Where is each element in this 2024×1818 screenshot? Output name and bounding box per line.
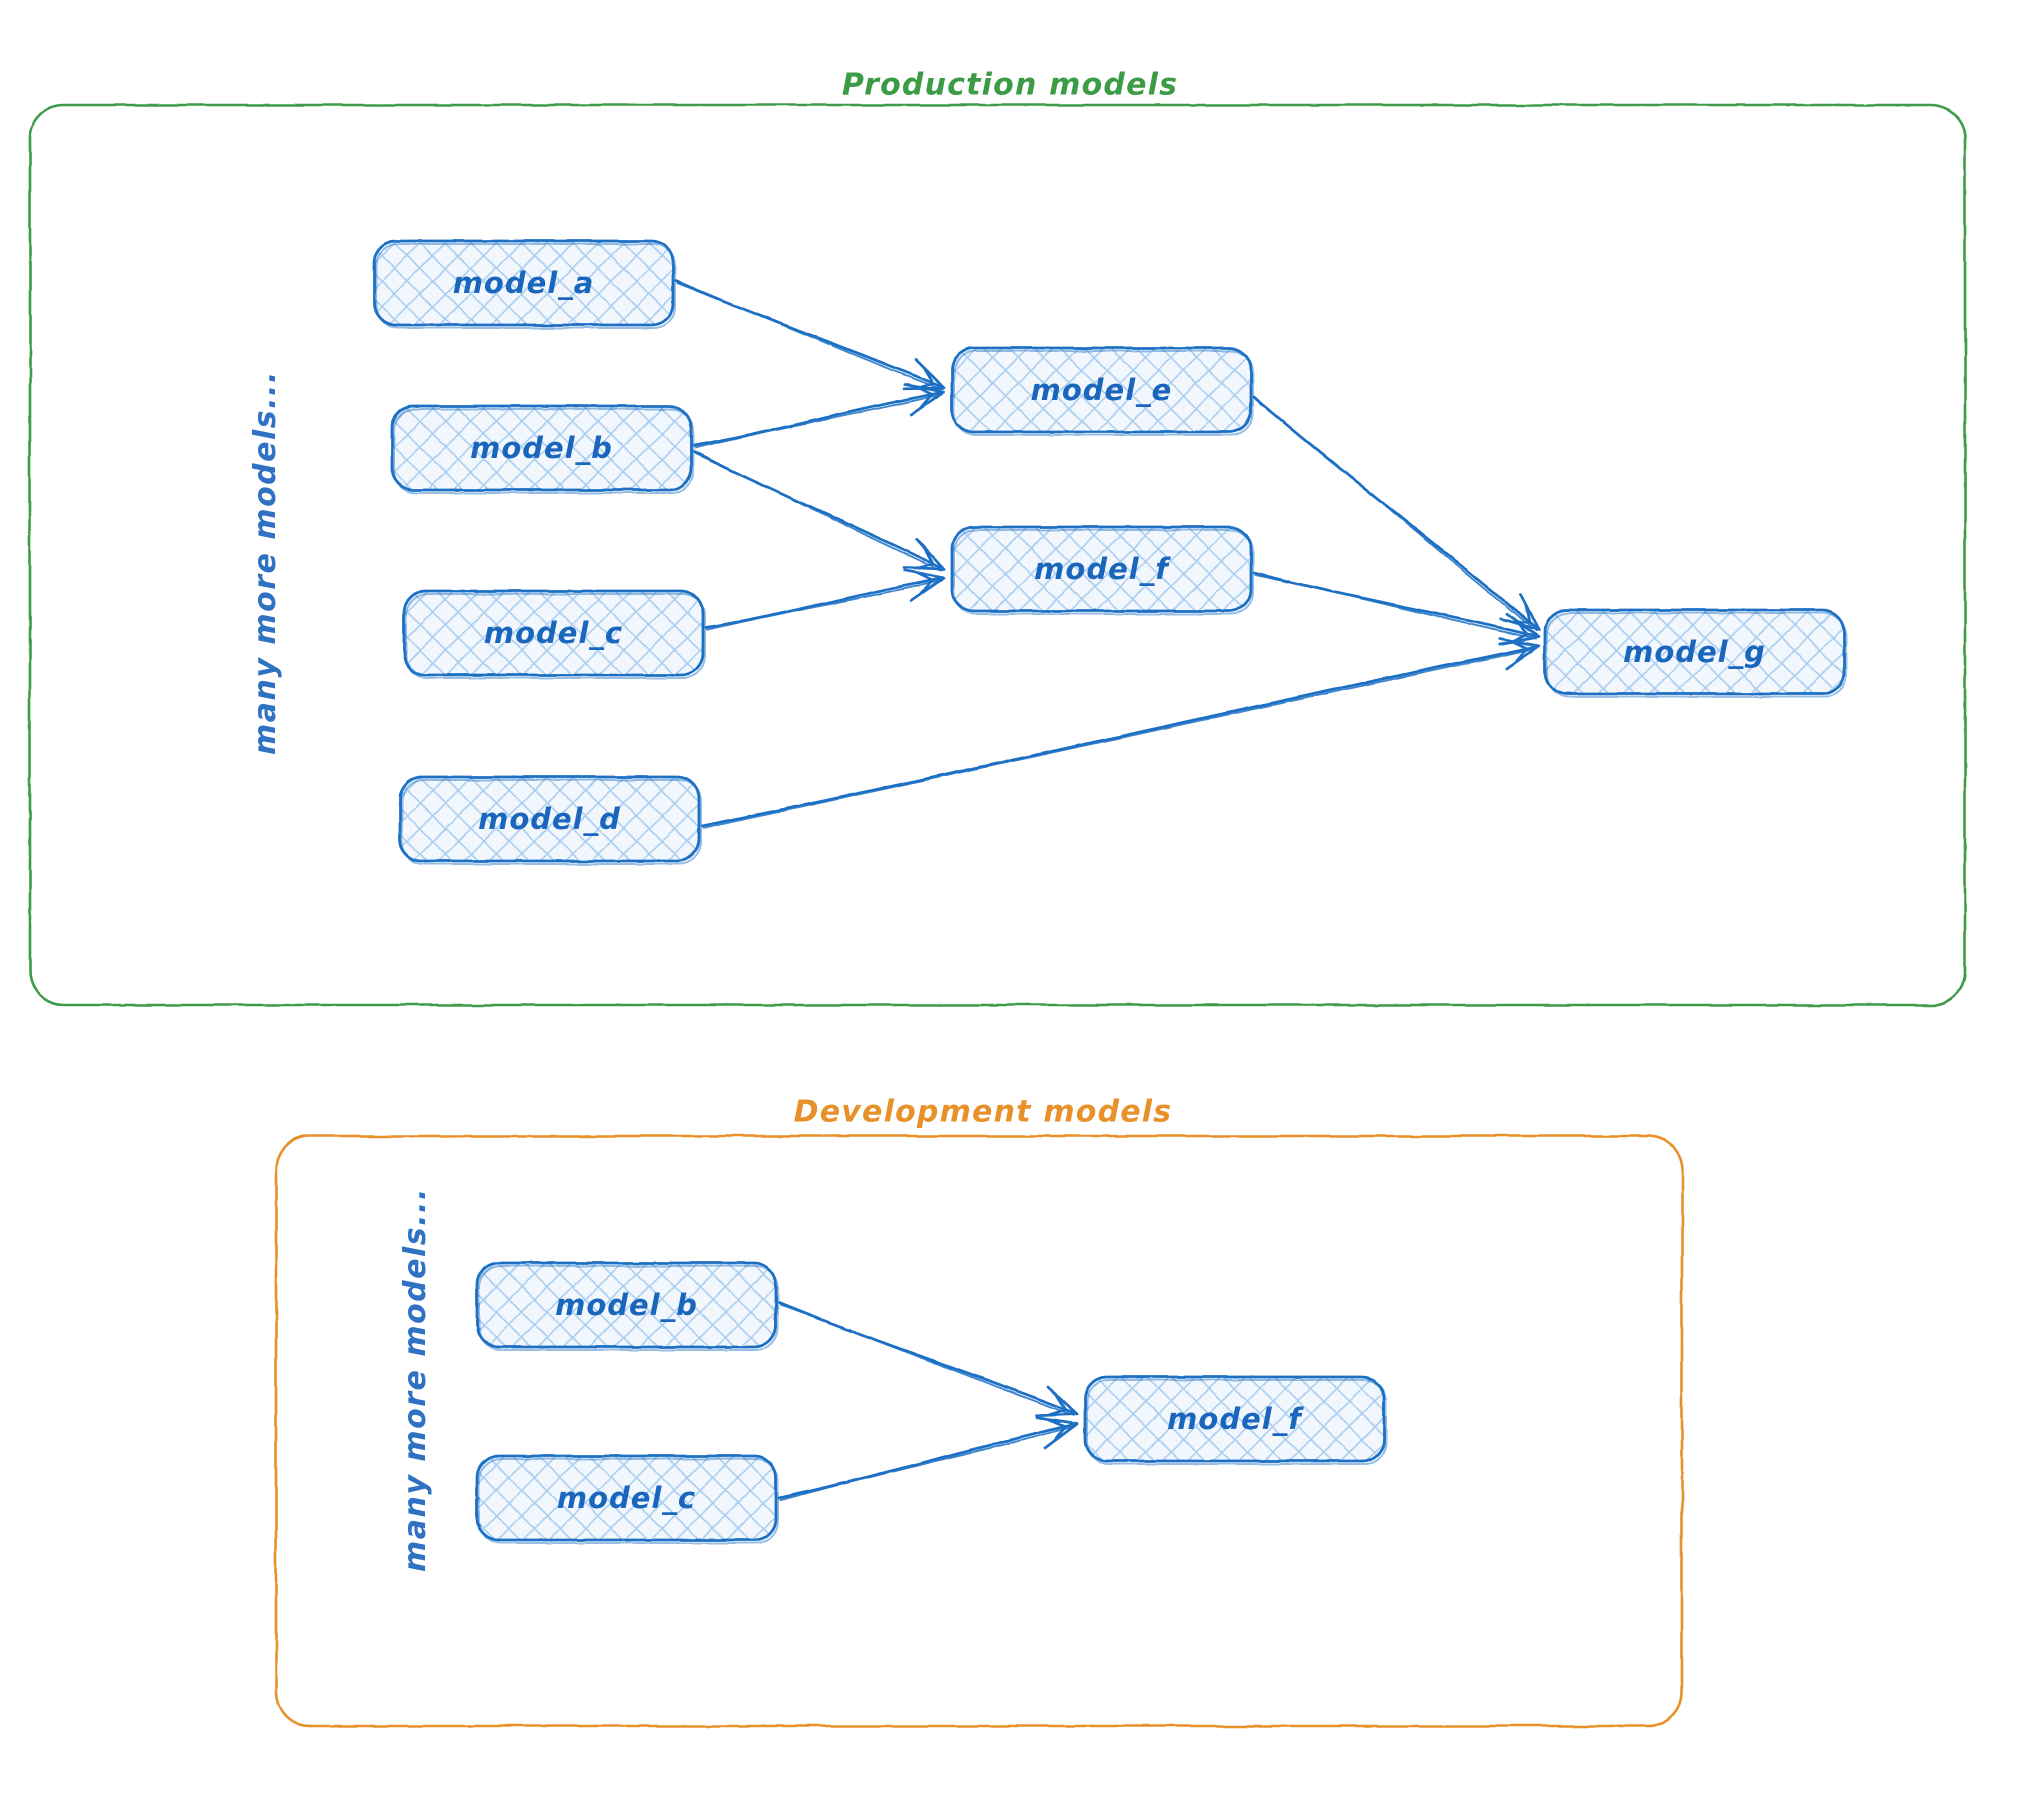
side-note-development: many more models...: [398, 1187, 433, 1572]
edge-dev-c-f: [777, 1416, 1079, 1502]
node-prod_model_c[interactable]: [402, 589, 706, 679]
group-title-production: Production models: [841, 67, 1179, 103]
edge-f-g: [1252, 571, 1541, 646]
edge-a-e: [674, 279, 946, 391]
edge-e-g: [1252, 395, 1541, 632]
edges: [674, 279, 1541, 1502]
node-prod_model_e[interactable]: [950, 346, 1254, 436]
edge-b-f: [692, 450, 946, 572]
node-dev_model_c[interactable]: [475, 1454, 779, 1544]
node-prod_model_g[interactable]: [1543, 608, 1847, 698]
nodes: [372, 239, 1847, 1544]
node-prod_model_a[interactable]: [372, 239, 676, 329]
side-note-production: many more models...: [248, 370, 283, 755]
edge-b-e: [692, 383, 946, 450]
node-prod_model_b[interactable]: [390, 404, 694, 494]
group-container-production: [28, 103, 1967, 1007]
edge-dev-b-f: [777, 1301, 1079, 1418]
node-prod_model_f[interactable]: [950, 525, 1254, 615]
edge-d-g: [700, 637, 1541, 830]
node-dev_model_b[interactable]: [475, 1261, 779, 1351]
edge-c-f: [704, 568, 946, 632]
group-title-development: Development models: [793, 1094, 1173, 1130]
node-dev_model_f[interactable]: [1083, 1375, 1387, 1465]
group-container-development: [274, 1134, 1684, 1728]
node-prod_model_d[interactable]: [398, 775, 702, 865]
group-containers: [28, 103, 1967, 1728]
